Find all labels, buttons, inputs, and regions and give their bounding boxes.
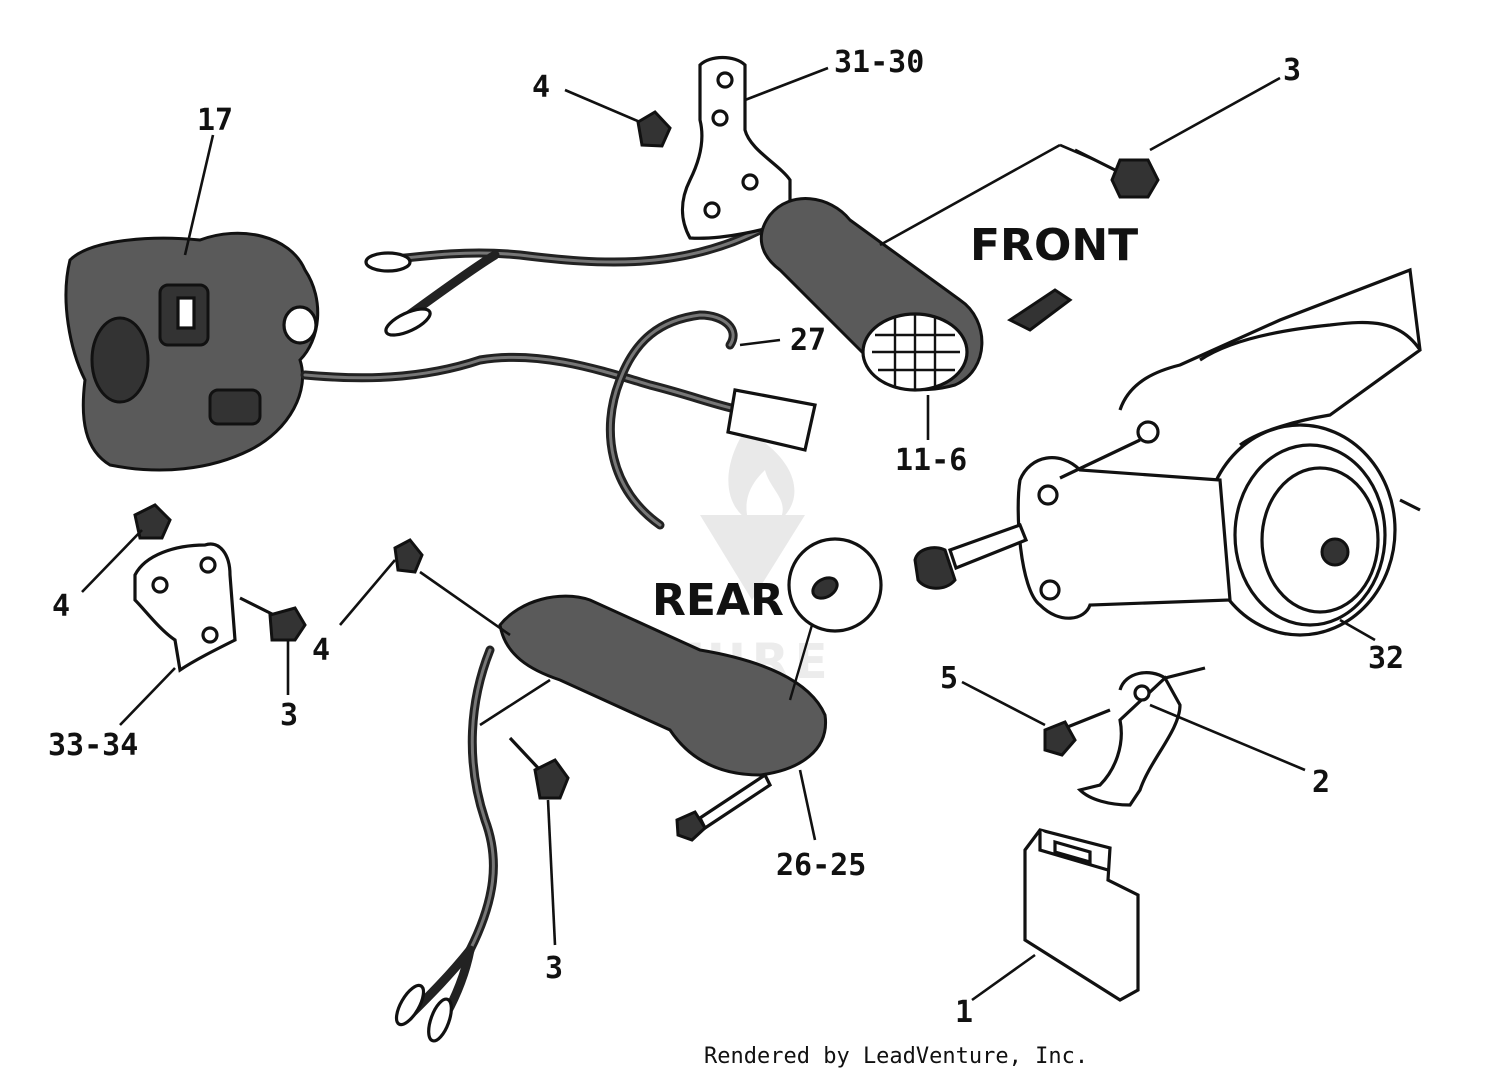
callout-26-25: 26-25 xyxy=(776,848,866,883)
bullet-connector xyxy=(364,251,412,273)
rear-bracket-33-34[interactable] xyxy=(133,542,237,673)
front-bracket-31-30[interactable] xyxy=(680,55,792,240)
front-label: FRONT xyxy=(970,220,1138,271)
bullet-connector xyxy=(384,307,432,337)
callout-11-6: 11-6 xyxy=(895,443,967,478)
callout-27: 27 xyxy=(790,323,826,358)
flasher-relay-1[interactable] xyxy=(1023,828,1140,1002)
horn-bolt[interactable] xyxy=(913,522,1029,590)
callout-2: 2 xyxy=(1312,765,1330,800)
bolt-3-rear-bracket[interactable] xyxy=(239,596,307,642)
callout-4: 4 xyxy=(312,633,330,668)
horn-32[interactable] xyxy=(1016,267,1422,637)
footer-credit: Rendered by LeadVenture, Inc. xyxy=(704,1044,1089,1069)
callout-5: 5 xyxy=(940,661,958,696)
bolt-5[interactable] xyxy=(1043,708,1111,757)
callout-4: 4 xyxy=(52,589,70,624)
callout-32: 32 xyxy=(1368,641,1404,676)
rear-label: REAR xyxy=(652,575,784,626)
nut-4[interactable] xyxy=(636,110,672,148)
front-turn-signal-11-6[interactable] xyxy=(759,197,1073,392)
rear-turn-signal-26-25[interactable] xyxy=(391,537,883,1044)
bolt-3-rear[interactable] xyxy=(508,736,570,800)
callouts: 17 4 31-30 3 FRONT 27 11-6 4 4 3 33-34 R… xyxy=(48,45,1404,1030)
callout-31-30: 31-30 xyxy=(834,45,924,80)
callout-17: 17 xyxy=(197,103,233,138)
callout-4: 4 xyxy=(532,70,550,105)
callout-1: 1 xyxy=(955,995,973,1030)
leader-lines xyxy=(81,66,1376,1002)
callout-3: 3 xyxy=(280,698,298,733)
nut-4-rear[interactable] xyxy=(393,538,424,574)
callout-3: 3 xyxy=(1283,53,1301,88)
wire-clip-27[interactable] xyxy=(605,310,738,530)
rear-signal-screw[interactable] xyxy=(675,772,773,842)
horn-bracket-2[interactable] xyxy=(1076,666,1206,807)
callout-3: 3 xyxy=(545,951,563,986)
callout-33-34: 33-34 xyxy=(48,728,138,763)
handlebar-switch-17[interactable] xyxy=(64,231,817,472)
